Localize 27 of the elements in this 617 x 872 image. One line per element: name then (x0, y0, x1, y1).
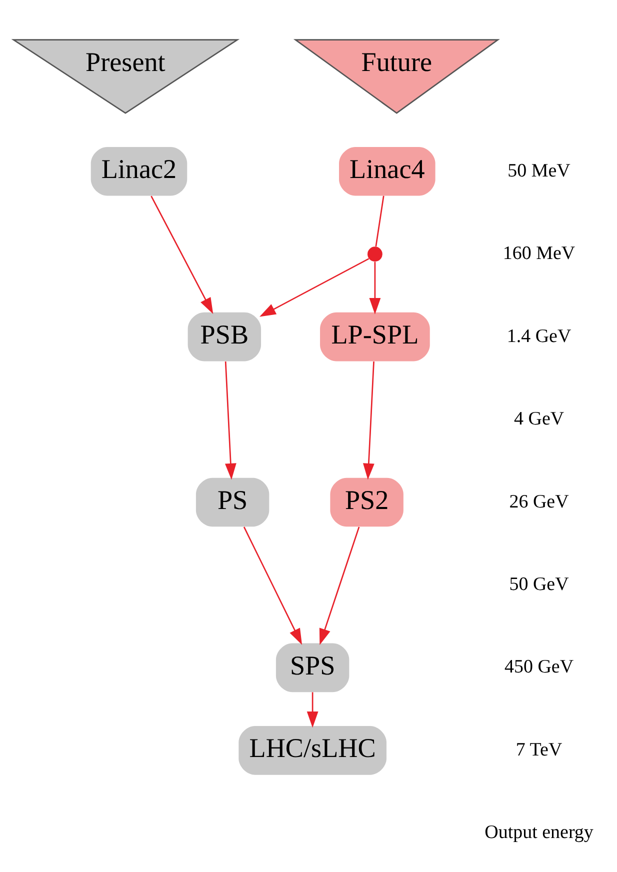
node-box: PS (196, 477, 270, 526)
node-box: LHC/sLHC (238, 726, 386, 774)
node-box: PS2 (330, 477, 404, 526)
arrow (243, 526, 302, 644)
label: 50 MeV (508, 160, 570, 181)
arrow (362, 360, 374, 480)
arrow (369, 261, 381, 314)
label: 50 GeV (509, 574, 569, 595)
label: 7 TeV (516, 738, 562, 760)
arrow (306, 692, 318, 728)
connector (375, 195, 384, 246)
arrow (260, 258, 370, 316)
label: 4 GeV (514, 408, 564, 430)
node-box: Linac2 (90, 146, 188, 196)
label: Output energy (484, 822, 594, 843)
node-box: LP-SPL (320, 312, 430, 361)
node-box: SPS (276, 642, 350, 692)
label: 1.4 GeV (506, 325, 572, 346)
label: 26 GeV (509, 490, 569, 512)
label: 160 MeV (502, 242, 576, 264)
label: 450 GeV (504, 656, 574, 678)
arrow (319, 526, 360, 645)
node-circle (368, 246, 382, 262)
arrow (224, 360, 236, 480)
node-box: PSB (188, 312, 262, 361)
arrow (150, 195, 214, 314)
node-box: Linac4 (339, 146, 436, 196)
